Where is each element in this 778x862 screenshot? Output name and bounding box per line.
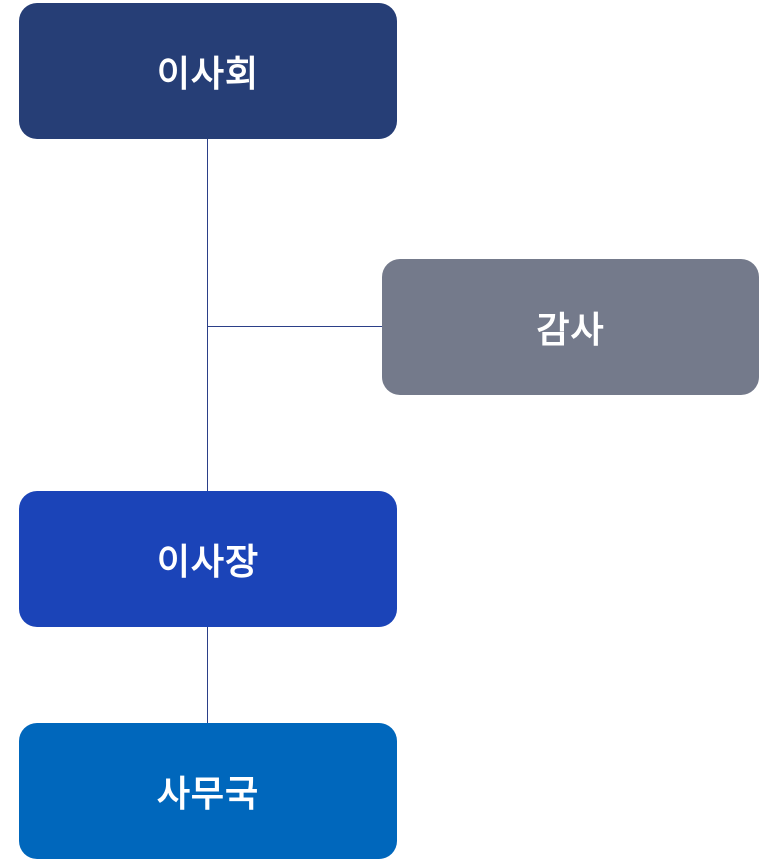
connector-chairman-to-office xyxy=(207,627,208,723)
node-board-label: 이사회 xyxy=(156,54,260,95)
node-chairman: 이사장 xyxy=(19,491,397,627)
node-audit-label: 감사 xyxy=(536,310,605,351)
node-board: 이사회 xyxy=(19,3,397,139)
connector-to-audit xyxy=(207,326,382,327)
node-chairman-label: 이사장 xyxy=(156,542,260,583)
node-office-label: 사무국 xyxy=(156,774,260,815)
node-audit: 감사 xyxy=(382,259,759,395)
node-office: 사무국 xyxy=(19,723,397,859)
connector-board-to-chairman xyxy=(207,138,208,491)
